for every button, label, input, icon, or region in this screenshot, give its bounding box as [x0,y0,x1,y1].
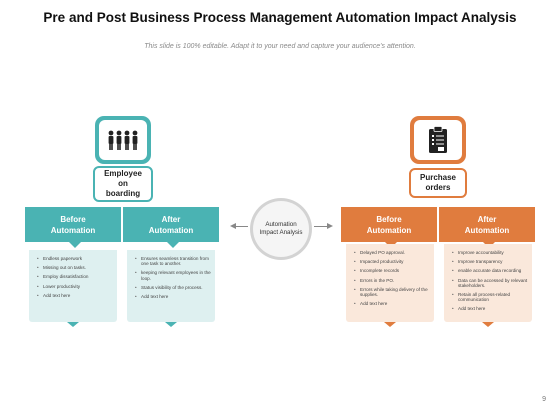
header-line: After [477,215,497,224]
header-line: Automation [464,226,510,235]
impact-analysis-circle: Automation Impact Analysis [250,198,312,260]
tag-line: on [118,179,128,188]
header-notch [167,242,179,248]
header-line: Automation [148,226,194,235]
card-pointer [165,322,177,327]
list-item: Endless paperwork [37,256,113,261]
circle-label: Automation [265,221,297,228]
right-arrow-icon [327,223,333,229]
page-number: 9 [542,396,546,403]
list-item: Missing out on tasks. [37,265,113,270]
list-item: Add text here [135,294,211,299]
list-item: Lower productivity [37,284,113,289]
header-line: Automation [50,226,96,235]
list-item: Errors while taking delivery of the supp… [354,287,430,297]
list-item: enable accurate data recording [452,268,528,273]
header-line: Before [376,215,402,224]
left-arrow-line [232,226,248,227]
list-item: Add text here [452,306,528,311]
tag-line: Employee [104,169,142,178]
team-icon [108,130,138,150]
purchase-icon-box [410,116,466,164]
card-pointer [384,322,396,327]
list-item: keeping relevant employees in the loop. [135,270,211,280]
list-item: Data can be accessed by relevant stakeho… [452,278,528,288]
card-pointer [67,322,79,327]
clipboard-icon [429,126,447,153]
tag-line: orders [425,183,451,192]
purchase-orders-tag: Purchase orders [409,168,467,198]
list-item: Incomplete records [354,268,430,273]
right-before-header: Before Automation [341,207,437,248]
tag-line: boarding [105,189,141,198]
page-title: Pre and Post Business Process Management… [43,10,517,25]
list-item: Add text here [37,293,113,298]
circle-label: Impact Analysis [259,229,303,236]
header-line: After [161,215,181,224]
left-after-card: Ensures seamless transition from one tas… [127,250,215,327]
employee-onboarding-tag: Employee on boarding [93,166,153,202]
right-before-card: Delayed PO approval. Impacted productivi… [346,244,434,327]
list-item: Employ dissatisfaction [37,274,113,279]
list-item: Improve transparency [452,259,528,264]
page-subtitle: This slide is 100% editable. Adapt it to… [144,43,416,50]
list-item: Delayed PO approval. [354,250,430,255]
list-item: Errors in the PO. [354,278,430,283]
right-after-header: After Automation [439,207,535,248]
tag-line: Purchase [419,173,457,182]
right-after-card: Improve accountability Improve transpare… [444,244,532,327]
list-item: Add text here [354,301,430,306]
left-before-header: Before Automation [25,207,121,248]
header-line: Automation [366,226,412,235]
left-before-card: Endless paperwork Missing out on tasks. … [29,250,117,327]
card-pointer [482,322,494,327]
list-item: Status visibility of the process. [135,285,211,290]
right-arrow-line [314,226,330,227]
list-item: Ensures seamless transition from one tas… [135,256,211,266]
header-notch [69,242,81,248]
list-item: Retain all process-related communication [452,292,528,302]
header-line: Before [60,215,86,224]
list-item: Improve accountability [452,250,528,255]
employee-icon-box [95,116,151,164]
left-after-header: After Automation [123,207,219,248]
list-item: Impacted productivity [354,259,430,264]
